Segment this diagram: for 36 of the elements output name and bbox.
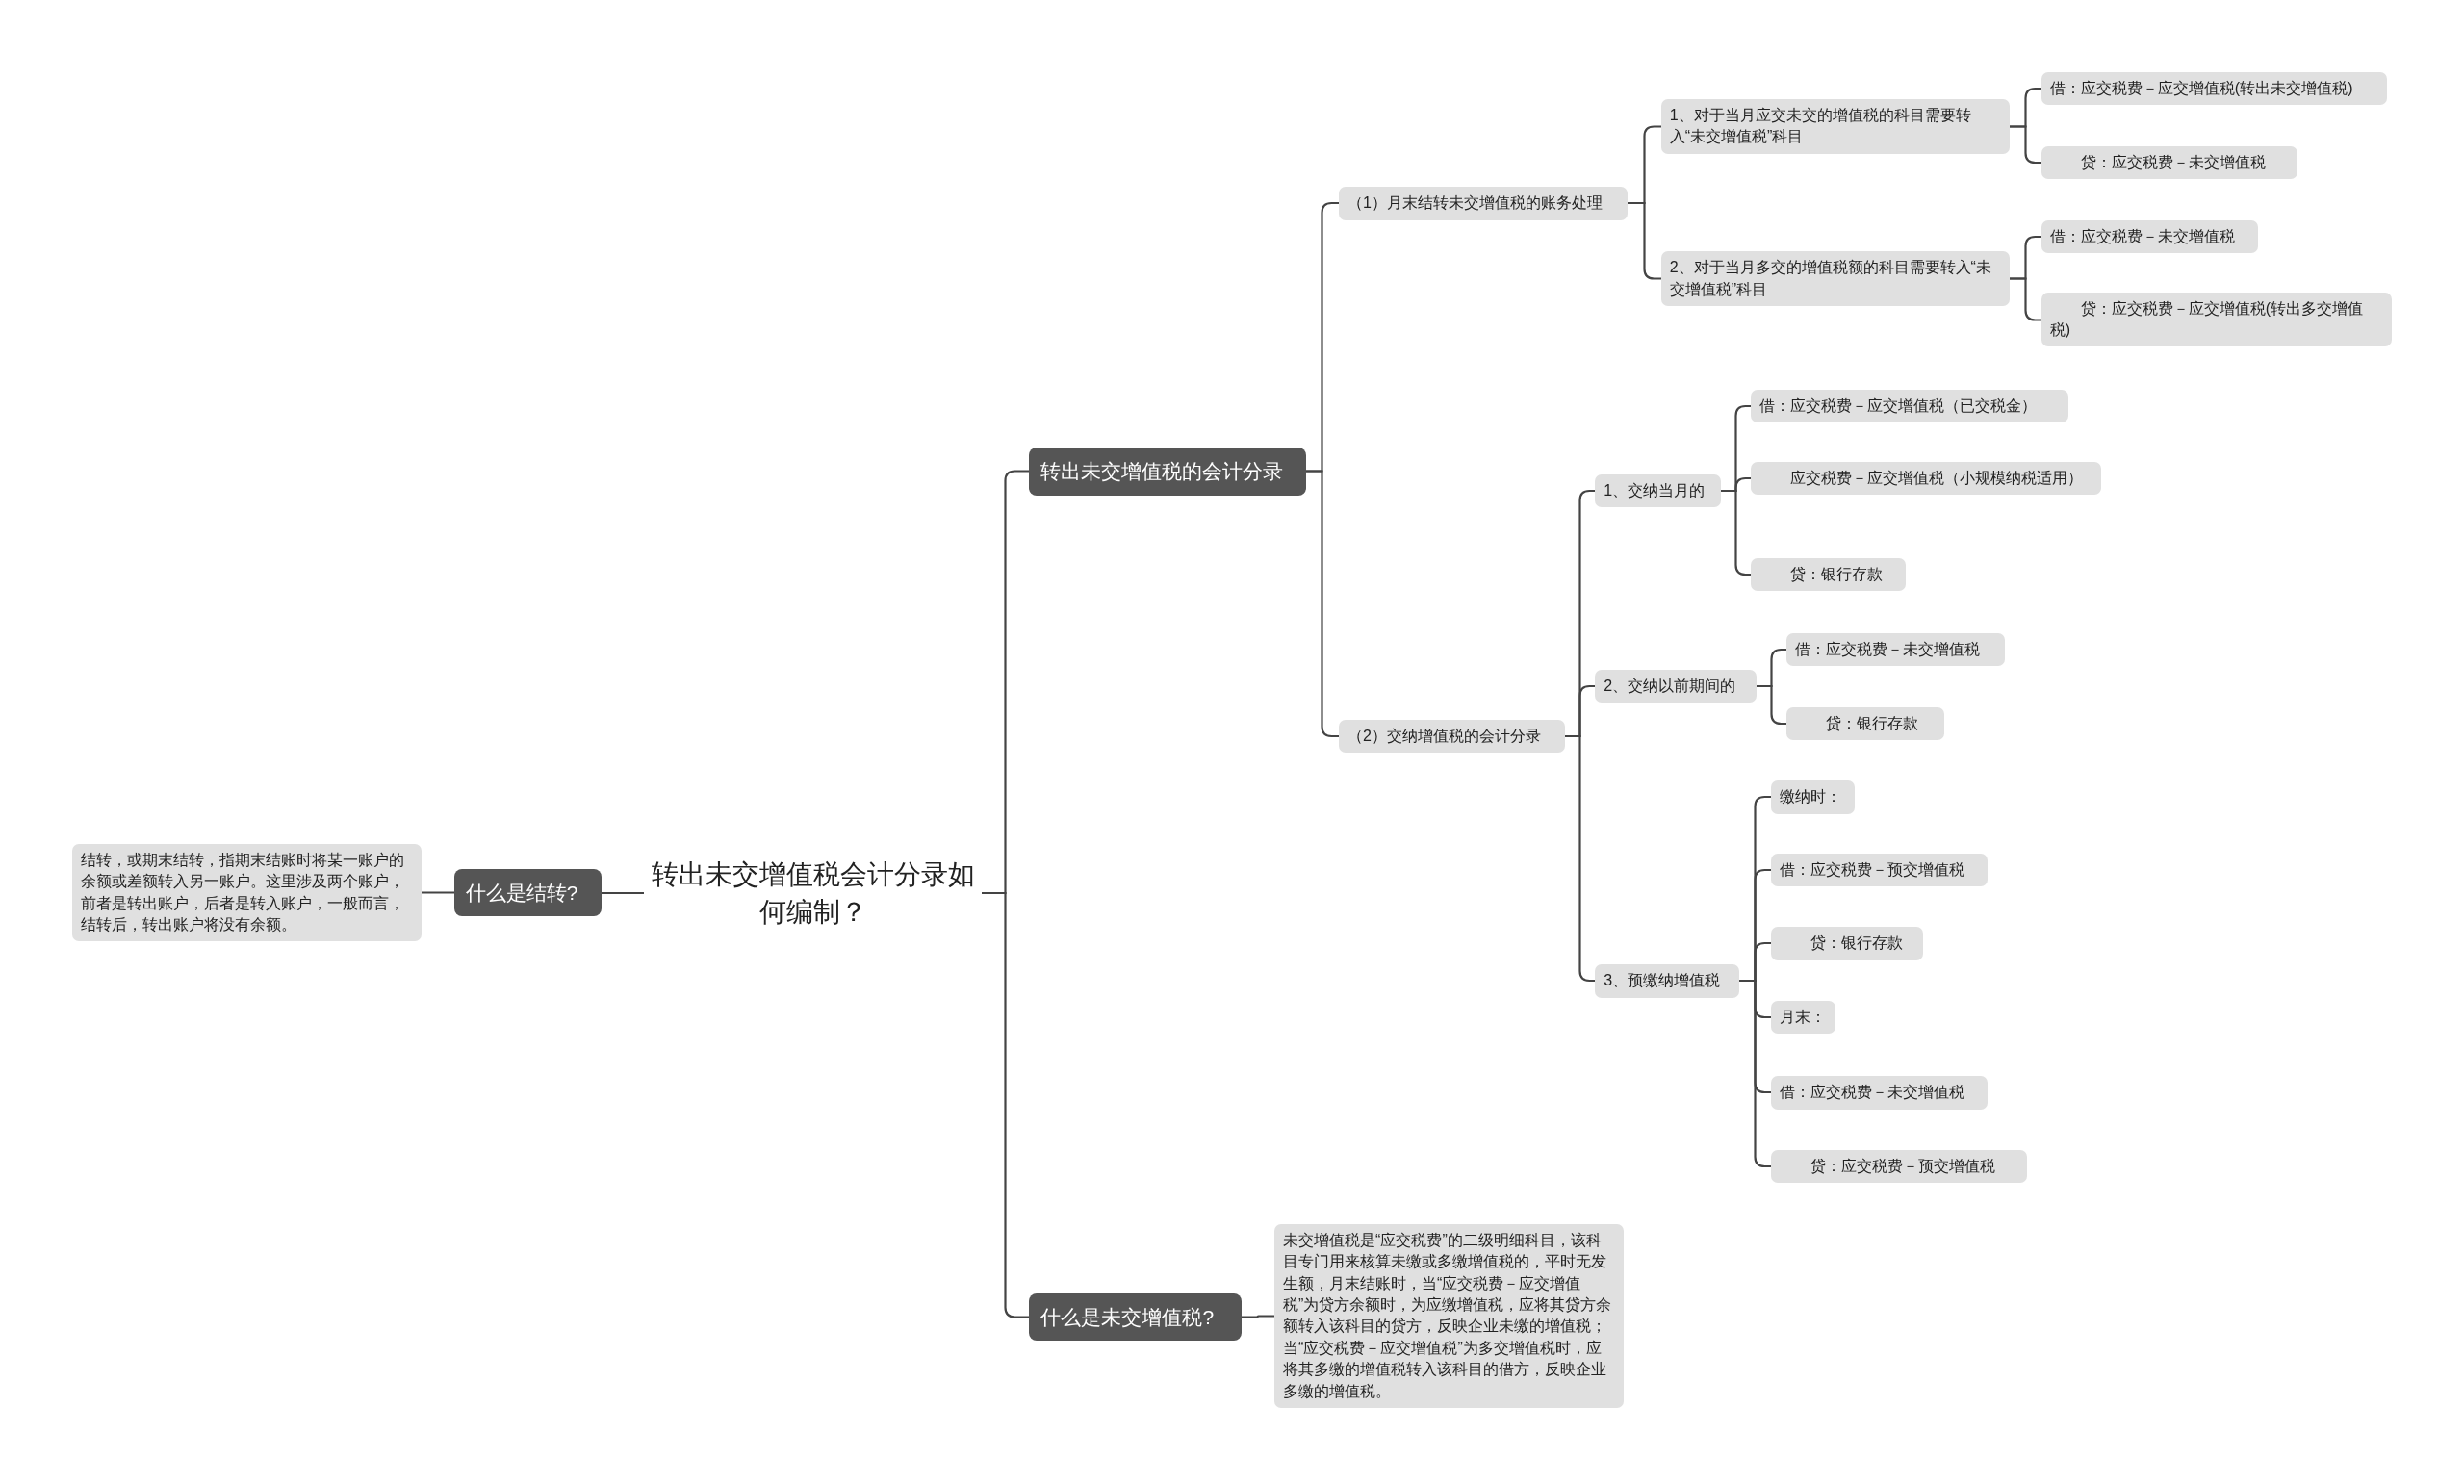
subtopic-box: 借：应交税费－应交增值税(转出未交增值税) [2040,72,2387,106]
subtopic-box: 借：应交税费－应交增值税（已交税金） [1750,389,2068,423]
connector-line [982,891,1029,1318]
subtopic-box: 缴纳时： [1771,780,1855,814]
connector-line [602,891,644,895]
subtopic-box: 贷：应交税费－预交增值税 [1771,1150,2028,1184]
topic-box: 转出未交增值税的会计分录 [1029,448,1306,496]
subtopic-box: 借：应交税费－未交增值税 [1771,1076,1989,1110]
subtopic-box: 1、对于当月应交未交的增值税的科目需要转入“未交增值税”科目 [1660,98,2011,154]
central-topic: 转出未交增值税会计分录如何编制？ [644,851,983,935]
topic-box: 什么是未交增值税? [1029,1292,1242,1342]
subtopic-box: 月末： [1771,1001,1835,1035]
subtopic-box: 1、交纳当月的 [1595,474,1721,508]
connector-line [1241,1315,1274,1318]
subtopic-box: 贷：银行存款 [1750,557,1907,591]
connector-line [2010,277,2041,321]
subtopic-box: 贷：银行存款 [1786,706,1944,741]
subtopic-box: 贷：应交税费－应交增值税(转出多交增值税) [2040,292,2392,347]
subtopic-box: 2、交纳以前期间的 [1595,669,1758,703]
subtopic-box: 未交增值税是“应交税费”的二级明细科目，该科目专门用来核算未缴或多缴增值税的，平时无发生额，月末结账时，当“应交税费－应交增值税”为贷方余额时，为应缴增值税，应将其贷方余额转入该科目的贷方，反映企业未缴的增值税；当“应交税费－应交增值税”为多交增值税时，应将其多缴的增值税转入该科目的借方，反映企业多缴的增值税。 [1274,1223,1624,1408]
subtopic-box: 3、预缴纳增值税 [1595,964,1740,998]
subtopic-box: 2、对于当月多交的增值税额的科目需要转入“未交增值税”科目 [1660,251,2011,306]
subtopic-box: 借：应交税费－预交增值税 [1771,853,1989,886]
subtopic-box: 贷：银行存款 [1771,927,1924,960]
subtopic-box: 借：应交税费－未交增值税 [1786,632,2006,667]
subtopic-box: 贷：应交税费－未交增值税 [2040,145,2297,180]
subtopic-box: 借：应交税费－未交增值税 [2040,219,2259,253]
connector-line [2010,125,2041,165]
subtopic-box: （2）交纳增值税的会计分录 [1339,719,1566,754]
subtopic-box: 结转，或期末结转，指期末结账时将某一账户的余额或差额转入另一账户。这里涉及两个账户，前者是转出账户，后者是转入账户，一般而言，结转后，转出账户将没有余额。 [72,843,422,942]
subtopic-box: （1）月末结转未交增值税的账务处理 [1339,187,1629,220]
topic-box: 什么是结转? [453,868,603,917]
connector-line [1739,979,1771,1168]
connector-line [1757,684,1786,726]
subtopic-box: 应交税费－应交增值税（小规模纳税适用） [1750,462,2101,496]
connector-line [421,891,454,894]
